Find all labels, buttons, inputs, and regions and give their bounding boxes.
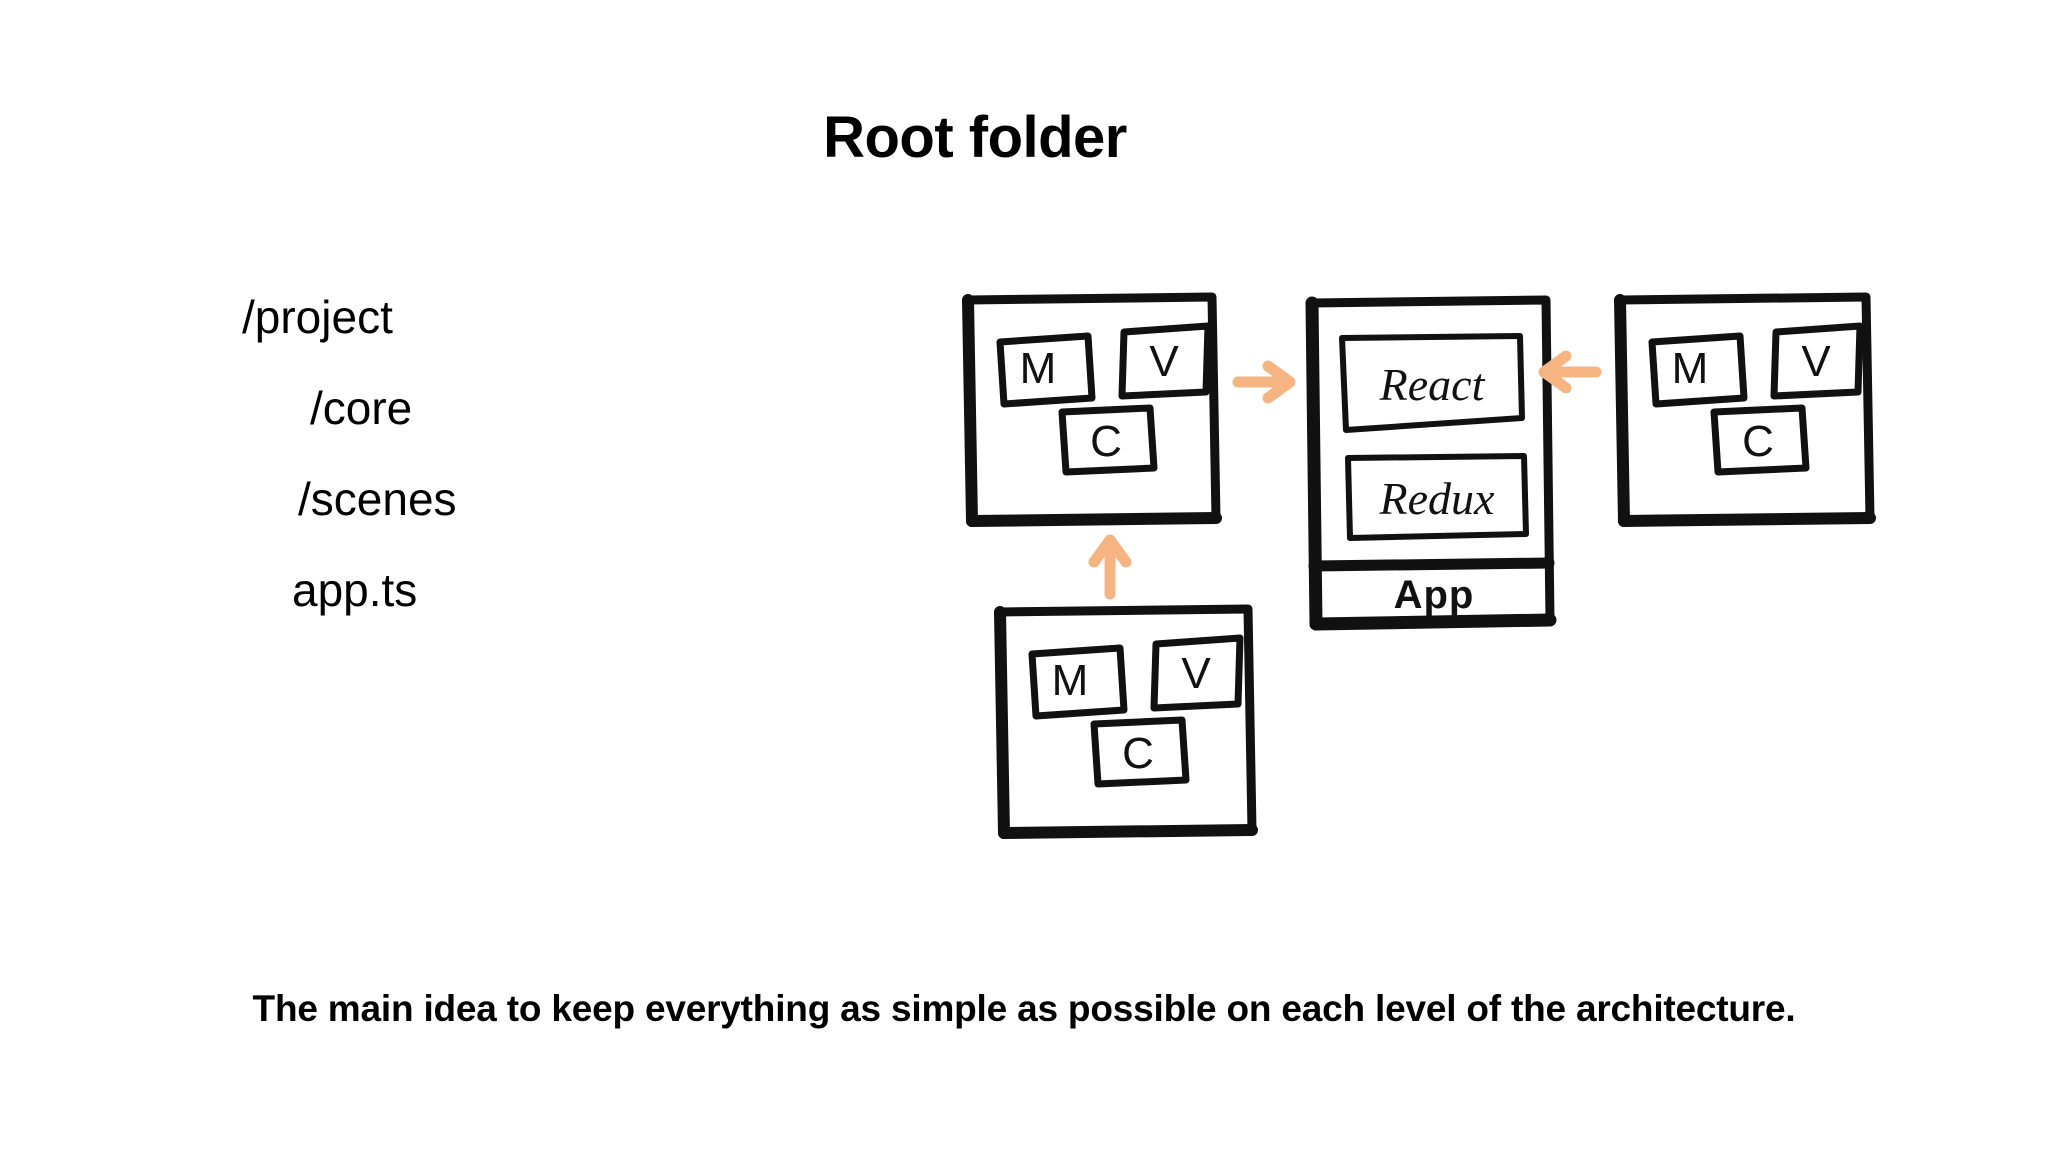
diagram-node-app-center: React Redux App: [1305, 295, 1557, 631]
folder-tree-item-core: /core: [310, 382, 413, 434]
arrow-left-to-app: [1232, 360, 1296, 404]
page-title: Root folder: [823, 105, 1127, 170]
diagram-label-m: M: [1052, 656, 1089, 705]
diagram-label-v: V: [1801, 337, 1831, 386]
diagram-node-mvc-right: M V C: [1614, 292, 1876, 527]
diagram-node-mvc-left: M V C: [962, 292, 1222, 527]
diagram-label-v: V: [1149, 337, 1179, 386]
diagram-label-c: C: [1090, 417, 1122, 466]
folder-tree-item-project: /project: [242, 291, 393, 343]
diagram-label-v: V: [1181, 649, 1211, 698]
folder-tree-item-scenes: /scenes: [298, 473, 457, 525]
diagram-label-c: C: [1122, 729, 1154, 778]
diagram-label-m: M: [1020, 344, 1057, 393]
arrow-right-to-app: [1538, 350, 1602, 394]
arrow-bottom-to-left: [1088, 534, 1132, 600]
diagram-label-m: M: [1672, 344, 1709, 393]
slide-caption: The main idea to keep everything as simp…: [252, 988, 1796, 1029]
diagram-label-c: C: [1742, 417, 1774, 466]
diagram-label-react: React: [1379, 359, 1486, 410]
diagram-node-mvc-bottom: M V C: [994, 604, 1258, 839]
folder-tree-item-app-ts: app.ts: [292, 564, 418, 616]
diagram-label-app: App: [1394, 573, 1475, 617]
folder-tree: /project /core /scenes app.ts: [220, 272, 680, 636]
diagram-label-redux: Redux: [1379, 473, 1496, 524]
